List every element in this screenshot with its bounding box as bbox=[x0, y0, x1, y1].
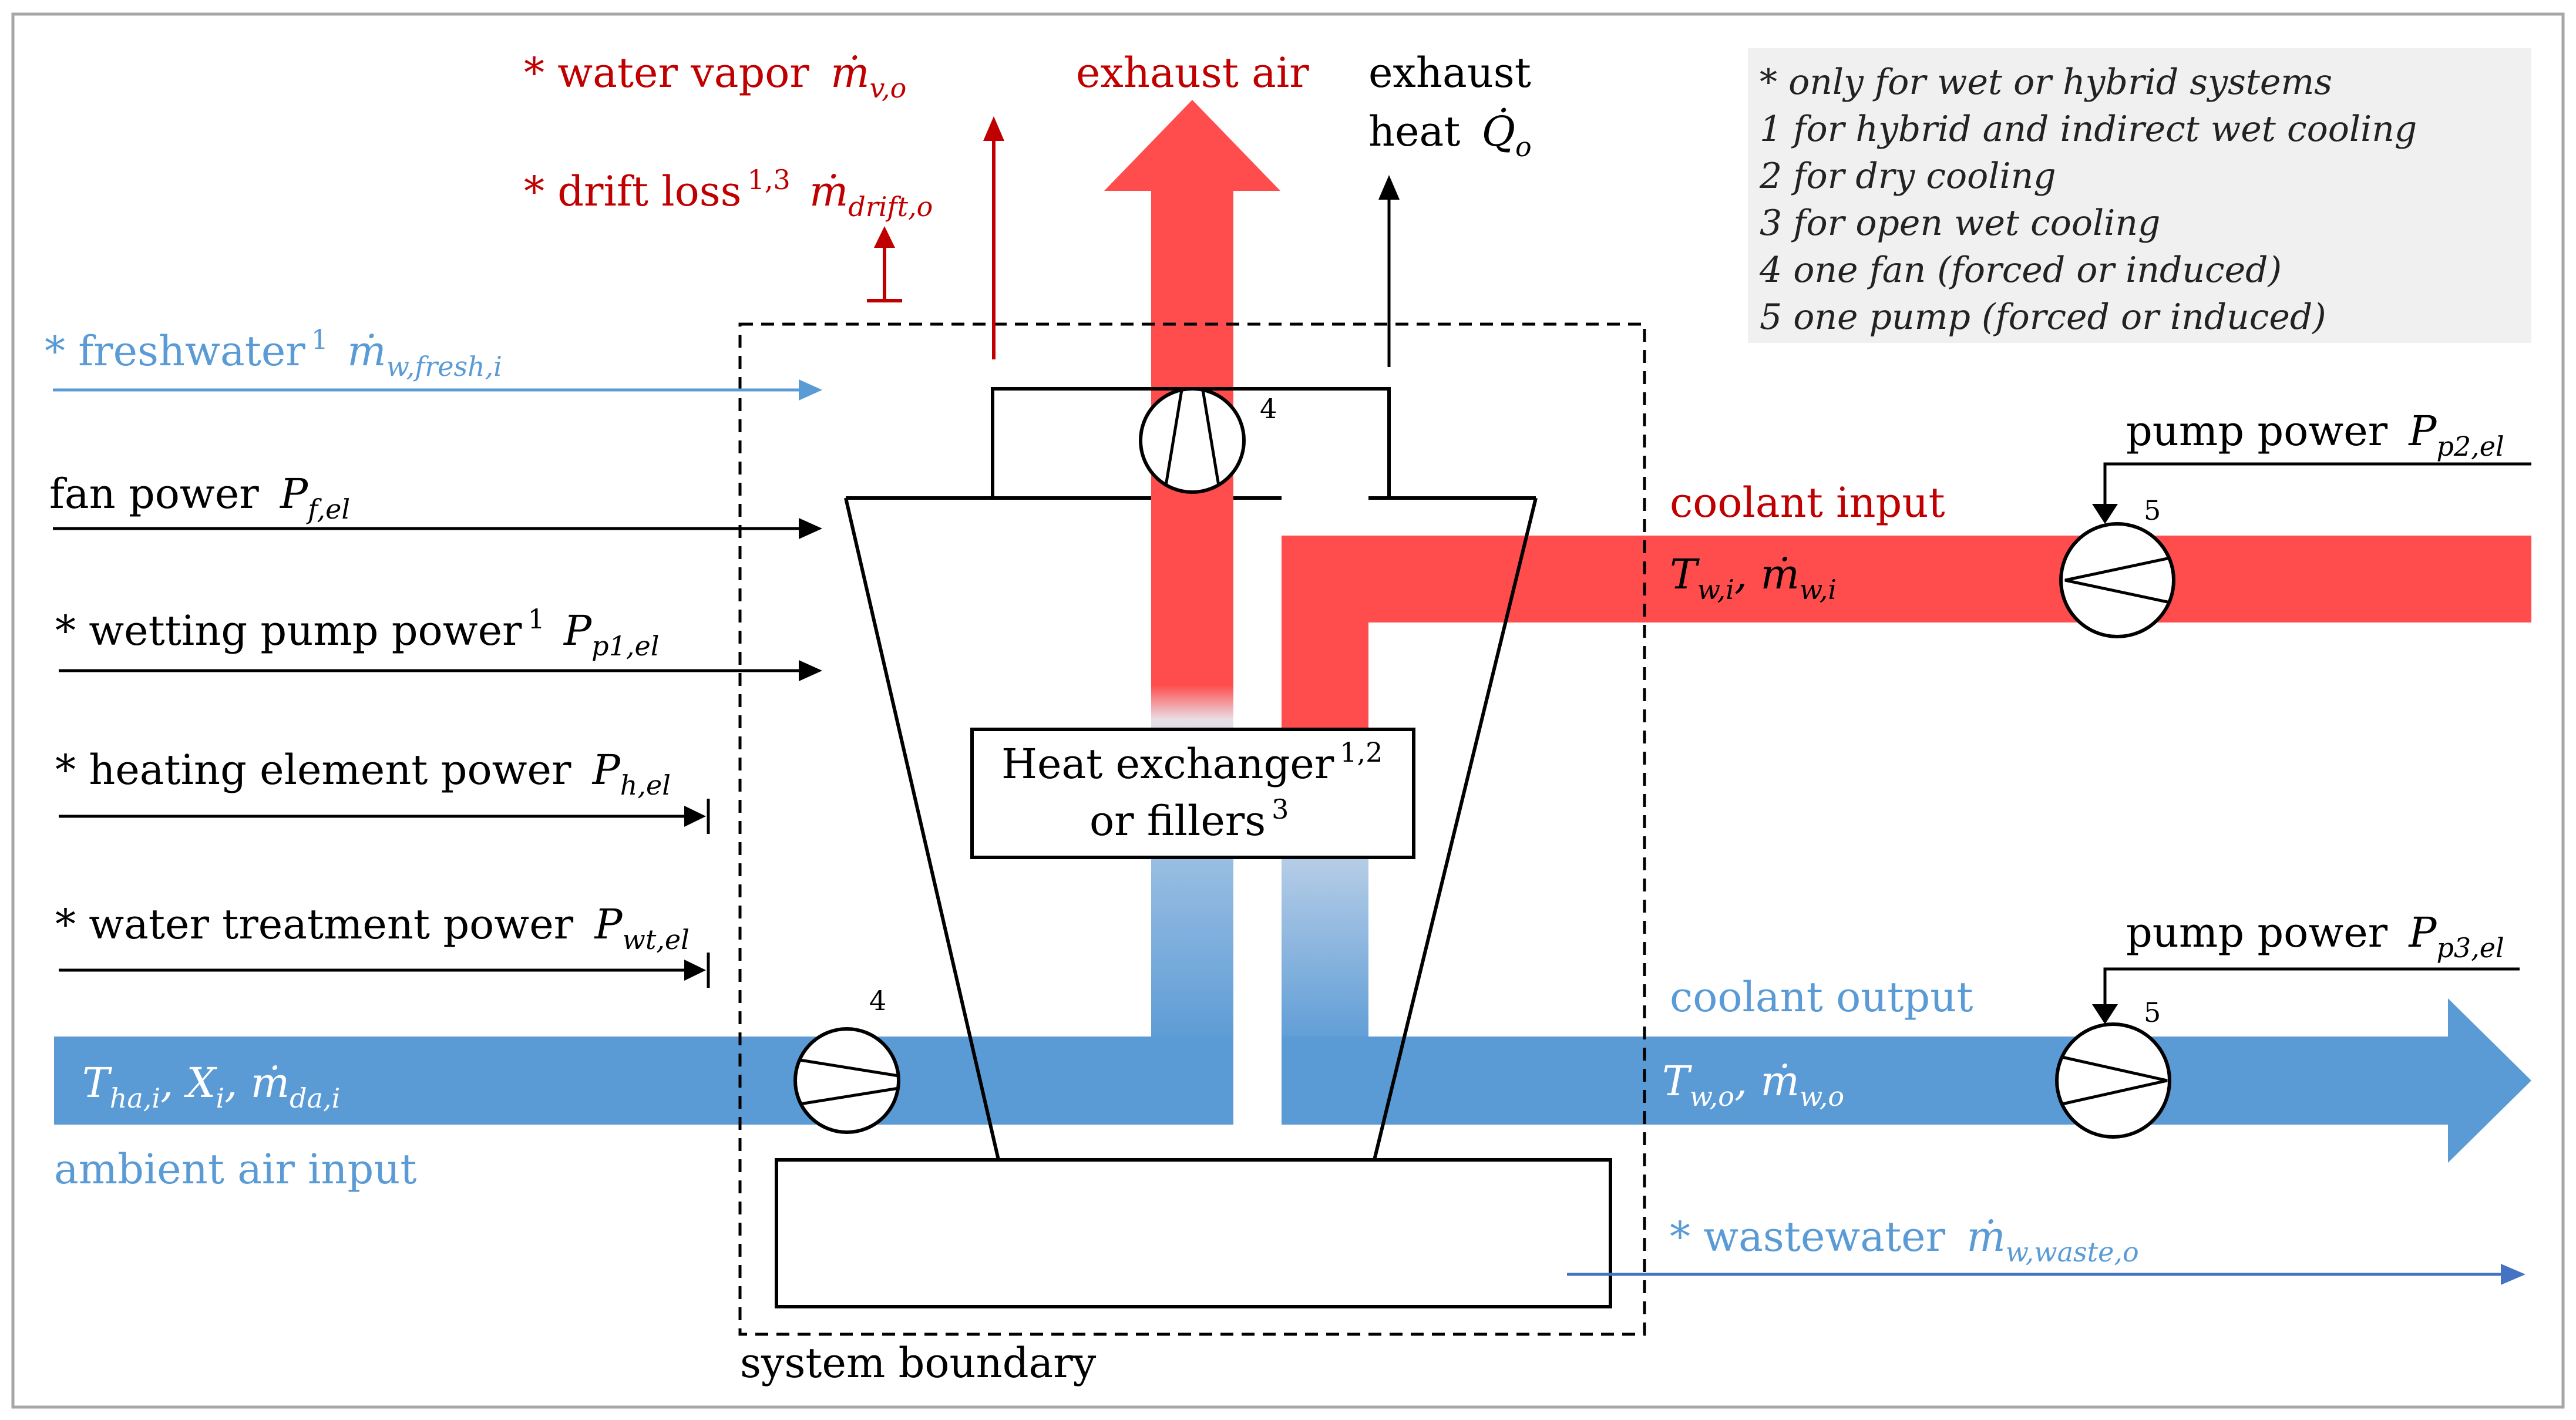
legend-item: 4 one fan (forced or induced) bbox=[1759, 250, 2282, 291]
drift-loss-arrow bbox=[867, 226, 902, 302]
system-boundary-label: system boundary bbox=[740, 1339, 1097, 1387]
water-vapor-arrow bbox=[983, 116, 1004, 359]
exhaust-heat-label-line2: heat Q̇o bbox=[1368, 107, 1532, 163]
coolant-output-pipe bbox=[1282, 998, 2531, 1163]
coolant-input-pipe-drop bbox=[1282, 536, 1368, 600]
legend-item: 2 for dry cooling bbox=[1759, 156, 2056, 197]
ambient-air-pipe bbox=[54, 1037, 1233, 1125]
wastewater-label: * wastewater ṁw,waste,o bbox=[1670, 1213, 2139, 1268]
fan-bottom-marker: 4 bbox=[869, 985, 886, 1017]
water-vapor-label: * water vapor ṁv,o bbox=[524, 49, 906, 104]
wetting-pump-arrow bbox=[59, 660, 822, 681]
pump-power-top-line bbox=[2092, 462, 2531, 524]
pump-power-top-label: pump power Pp2,el bbox=[2126, 407, 2504, 462]
water-treatment-label: * water treatment power Pwt,el bbox=[55, 900, 690, 955]
freshwater-arrow bbox=[53, 379, 822, 401]
ambient-values: Tha,i, Xi, ṁda,i bbox=[82, 1059, 340, 1114]
heating-element-arrow bbox=[59, 799, 710, 834]
fan-top-icon bbox=[1139, 387, 1246, 494]
legend-box bbox=[1748, 48, 2531, 343]
fan-power-arrow bbox=[53, 518, 822, 539]
coolant-input-values: Tw,i, ṁw,i bbox=[1670, 550, 1837, 605]
water-treatment-arrow bbox=[59, 953, 710, 988]
exhaust-air-arrowhead bbox=[1104, 100, 1280, 191]
pump-top-icon bbox=[2059, 522, 2175, 638]
pump-bottom-marker: 5 bbox=[2144, 997, 2161, 1028]
coolant-input-label: coolant input bbox=[1670, 479, 1945, 527]
tower-left-wall bbox=[844, 497, 1000, 1160]
legend-item: 5 one pump (forced or induced) bbox=[1760, 297, 2326, 338]
coolant-input-pipe bbox=[1282, 536, 2531, 622]
coolant-output-values: Tw,o, ṁw,o bbox=[1662, 1057, 1844, 1112]
pump-bottom-icon bbox=[2055, 1022, 2171, 1139]
tower-right-wall bbox=[1373, 497, 1538, 1160]
legend: * only for wet or hybrid systems 1 for h… bbox=[1748, 48, 2531, 343]
wastewater-arrow bbox=[1567, 1264, 2525, 1285]
exhaust-heat-arrow bbox=[1378, 175, 1400, 367]
system-boundary bbox=[738, 322, 1646, 1336]
pump-power-bottom-line bbox=[2092, 967, 2520, 1024]
heating-element-label: * heating element power Ph,el bbox=[55, 746, 671, 801]
air-column bbox=[1151, 188, 1233, 1045]
outer-frame bbox=[11, 12, 2565, 1409]
pump-top-marker: 5 bbox=[2144, 494, 2161, 526]
exhaust-air-label: exhaust air bbox=[1076, 49, 1309, 97]
legend-item: 3 for open wet cooling bbox=[1760, 203, 2160, 244]
legend-item: 1 for hybrid and indirect wet cooling bbox=[1760, 109, 2417, 150]
fan-power-label: fan power Pf,el bbox=[49, 470, 350, 525]
fan-top-marker: 4 bbox=[1260, 393, 1277, 425]
coolant-output-label: coolant output bbox=[1670, 973, 1973, 1021]
ambient-air-label: ambient air input bbox=[54, 1145, 417, 1193]
pump-power-bottom-label: pump power Pp3,el bbox=[2126, 908, 2504, 964]
exhaust-heat-label-line1: exhaust bbox=[1368, 49, 1531, 97]
fan-bottom-icon bbox=[793, 1027, 900, 1134]
heat-exchanger-box bbox=[970, 728, 1415, 859]
basin bbox=[775, 1158, 1612, 1308]
legend-item: * only for wet or hybrid systems bbox=[1760, 62, 2332, 103]
